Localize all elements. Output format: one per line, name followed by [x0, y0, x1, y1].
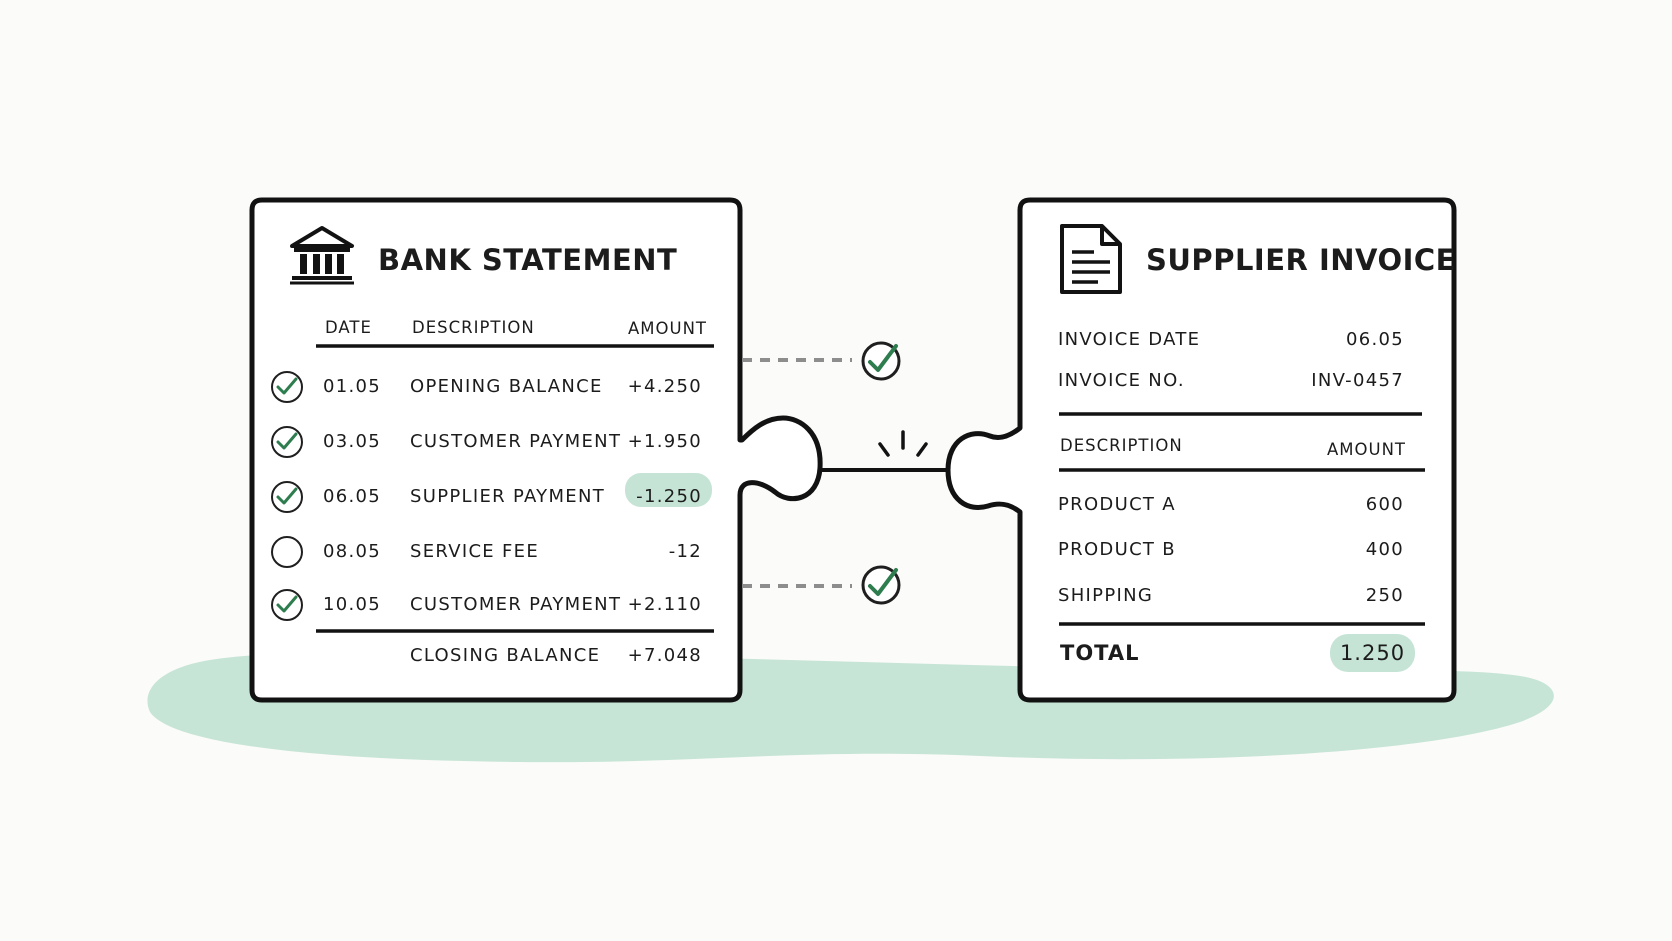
spark-marks — [878, 430, 928, 457]
bank-icon — [288, 224, 356, 290]
match-check-icon-top — [858, 338, 904, 388]
column-header-date: DATE — [325, 318, 372, 337]
row-date: 03.05 — [323, 431, 382, 452]
invoice-number-label: INVOICE NO. — [1058, 370, 1185, 391]
invoice-item-label: SHIPPING — [1058, 585, 1154, 606]
bank-statement-card — [249, 197, 823, 703]
row-date: 06.05 — [323, 486, 382, 507]
bank-statement-title: BANK STATEMENT — [378, 243, 678, 277]
invoice-item-amount: 600 — [1365, 494, 1404, 515]
matched-check-icon — [271, 426, 303, 458]
row-date: 10.05 — [323, 594, 382, 615]
row-description: SERVICE FEE — [410, 541, 540, 562]
matched-check-icon — [271, 589, 303, 621]
column-header-amount: AMOUNT — [628, 319, 708, 338]
row-amount: +1.950 — [627, 431, 702, 452]
row-amount: +4.250 — [627, 376, 702, 397]
row-description: SUPPLIER PAYMENT — [410, 486, 606, 507]
matched-check-icon — [271, 481, 303, 513]
invoice-number-value: INV-0457 — [1311, 370, 1404, 391]
invoice-date-label: INVOICE DATE — [1058, 329, 1201, 350]
row-date: 01.05 — [323, 376, 382, 397]
row-amount: -12 — [668, 541, 702, 562]
row-amount: +2.110 — [627, 594, 702, 615]
highlight-pill — [625, 473, 712, 507]
supplier-invoice-title: SUPPLIER INVOICE — [1146, 243, 1456, 277]
invoice-item-label: PRODUCT B — [1058, 539, 1176, 560]
row-date: 08.05 — [323, 541, 382, 562]
closing-balance-amount: +7.048 — [627, 645, 702, 666]
supplier-invoice-card — [945, 197, 1457, 703]
matched-check-icon — [271, 371, 303, 403]
column-header-description: DESCRIPTION — [412, 318, 535, 337]
invoice-item-label: PRODUCT A — [1058, 494, 1176, 515]
invoice-date-value: 06.05 — [1345, 329, 1404, 350]
total-highlight-pill — [1330, 634, 1415, 672]
row-description: CUSTOMER PAYMENT — [410, 431, 622, 452]
total-label: TOTAL — [1060, 641, 1140, 665]
row-description: CUSTOMER PAYMENT — [410, 594, 622, 615]
row-description: OPENING BALANCE — [410, 376, 603, 397]
invoice-header-amount: AMOUNT — [1326, 440, 1406, 459]
closing-balance-label: CLOSING BALANCE — [410, 645, 601, 666]
document-icon — [1058, 222, 1124, 300]
unmatched-circle-icon — [271, 536, 303, 568]
invoice-item-amount: 250 — [1365, 585, 1404, 606]
invoice-header-description: DESCRIPTION — [1060, 436, 1183, 455]
row-amount: -1.250 — [636, 486, 702, 507]
total-amount: 1.250 — [1339, 641, 1406, 665]
match-check-icon-bottom — [858, 562, 904, 612]
invoice-item-amount: 400 — [1365, 539, 1404, 560]
